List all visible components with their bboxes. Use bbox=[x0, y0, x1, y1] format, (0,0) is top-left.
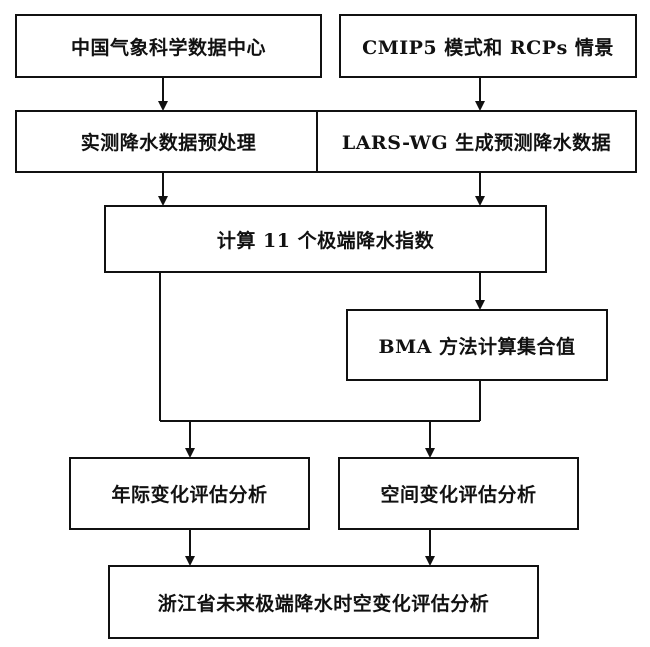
node-annual-label: 年际变化评估分析 bbox=[111, 484, 268, 506]
node-annual: 年际变化评估分析 bbox=[69, 457, 310, 530]
node-source-model-label: CMIP5 模式和 RCPs 情景 bbox=[362, 36, 614, 59]
node-spatial-label: 空间变化评估分析 bbox=[380, 484, 537, 506]
node-preprocess-label: 实测降水数据预处理 bbox=[80, 132, 257, 154]
node-preprocess: 实测降水数据预处理 bbox=[15, 110, 322, 173]
node-final: 浙江省未来极端降水时空变化评估分析 bbox=[108, 565, 539, 639]
node-larswg: LARS-WG 生成预测降水数据 bbox=[316, 110, 637, 173]
node-bma-label: BMA 方法计算集合值 bbox=[378, 335, 576, 358]
node-larswg-label: LARS-WG 生成预测降水数据 bbox=[341, 132, 612, 154]
node-final-label: 浙江省未来极端降水时空变化评估分析 bbox=[157, 592, 490, 615]
node-source-obs-label: 中国气象科学数据中心 bbox=[70, 36, 266, 59]
node-spatial: 空间变化评估分析 bbox=[338, 457, 579, 530]
node-bma: BMA 方法计算集合值 bbox=[346, 309, 608, 381]
node-indices: 计算 11 个极端降水指数 bbox=[104, 205, 547, 273]
node-indices-label: 计算 11 个极端降水指数 bbox=[216, 229, 435, 252]
node-source-model: CMIP5 模式和 RCPs 情景 bbox=[339, 14, 637, 78]
node-source-obs: 中国气象科学数据中心 bbox=[15, 14, 322, 78]
